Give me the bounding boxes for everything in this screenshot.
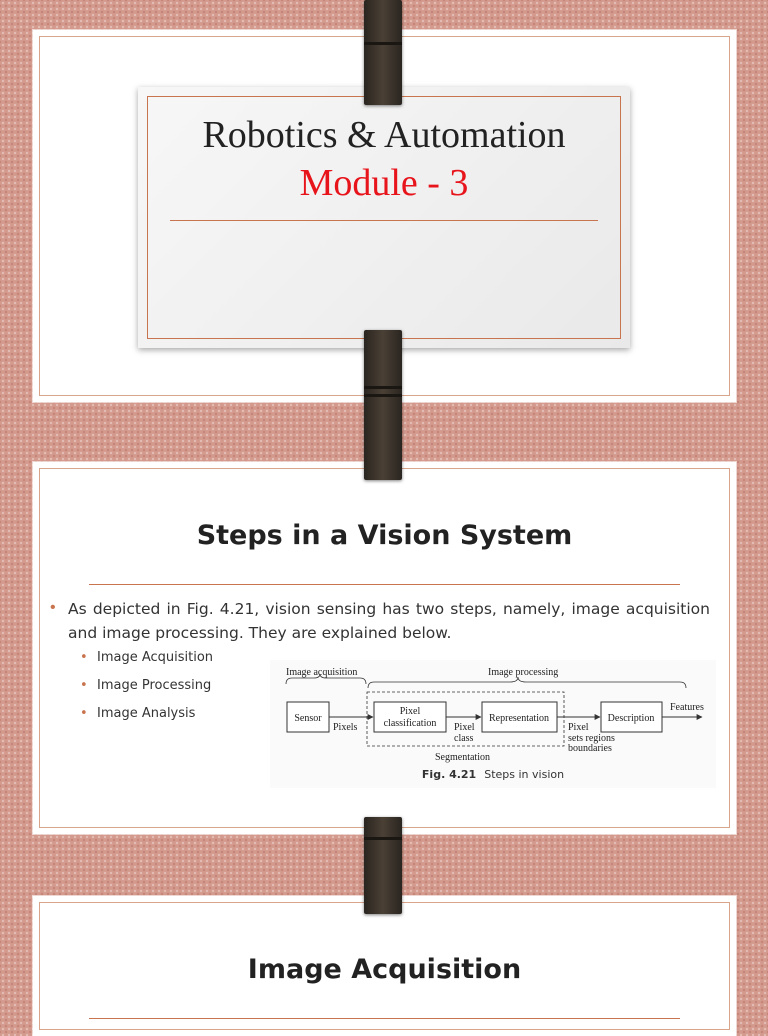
- heading-divider: [89, 1018, 680, 1019]
- binder-clip: [364, 0, 402, 105]
- label-image-processing: Image processing: [488, 667, 558, 678]
- representation-block: [481, 701, 558, 733]
- presentation-title: Robotics & Automation: [202, 114, 566, 156]
- title-card: Robotics & Automation Module - 3: [138, 87, 630, 348]
- vision-steps-slide: Steps in a Vision System • As depicted i…: [33, 462, 736, 834]
- pixel-sets-label-3: boundaries: [568, 743, 612, 754]
- classification-label: classification: [384, 718, 437, 729]
- sensor-block: [286, 701, 330, 733]
- sensor-label: Sensor: [294, 713, 322, 724]
- sub-bullet-list: •Image Acquisition •Image Processing •Im…: [78, 650, 213, 734]
- pixel-class-label-1: Pixel: [454, 722, 475, 733]
- bullet-icon: •: [80, 650, 88, 665]
- vision-steps-diagram: Image acquisition Image processing Senso…: [285, 667, 704, 763]
- slide-heading: Image Acquisition: [247, 954, 522, 985]
- module-subtitle: Module - 3: [299, 162, 469, 204]
- image-acquisition-slide: Image Acquisition: [33, 896, 736, 1036]
- pixels-label: Pixels: [333, 722, 358, 733]
- title-divider: [170, 220, 598, 221]
- pixel-label: Pixel: [400, 706, 421, 717]
- pixel-sets-label-2: sets regions: [568, 733, 615, 744]
- segmentation-label: Segmentation: [435, 752, 490, 763]
- bullet-icon: •: [80, 706, 88, 721]
- segmentation-box: [366, 691, 565, 747]
- representation-label: Representation: [489, 713, 549, 724]
- list-item: •Image Processing: [80, 678, 212, 693]
- label-image-acquisition: Image acquisition: [286, 667, 357, 678]
- intro-paragraph: As depicted in Fig. 4.21, vision sensing…: [68, 600, 710, 642]
- list-item: •Image Analysis: [80, 706, 196, 721]
- vision-steps-figure: Image acquisition Image processing Senso…: [270, 660, 716, 788]
- binder-clip: [364, 330, 402, 480]
- list-item: •Image Acquisition: [80, 650, 214, 665]
- figure-caption-text: Steps in vision: [484, 768, 565, 781]
- description-label: Description: [608, 713, 655, 724]
- bullet-icon: •: [50, 599, 56, 616]
- processing-brace: [367, 676, 687, 689]
- pixel-classification-block: [373, 701, 447, 733]
- features-label: Features: [670, 702, 704, 713]
- pixel-class-label-2: class: [454, 733, 474, 744]
- figure-caption: Fig. 4.21 Steps in vision: [270, 768, 716, 781]
- figure-number: Fig. 4.21: [421, 768, 477, 781]
- pixel-sets-label-1: Pixel: [568, 722, 589, 733]
- acquisition-brace: [285, 673, 367, 685]
- heading-divider: [89, 584, 680, 585]
- bullet-icon: •: [80, 678, 88, 693]
- description-block: [600, 701, 663, 733]
- slide-heading: Steps in a Vision System: [196, 520, 573, 551]
- binder-clip: [364, 817, 402, 914]
